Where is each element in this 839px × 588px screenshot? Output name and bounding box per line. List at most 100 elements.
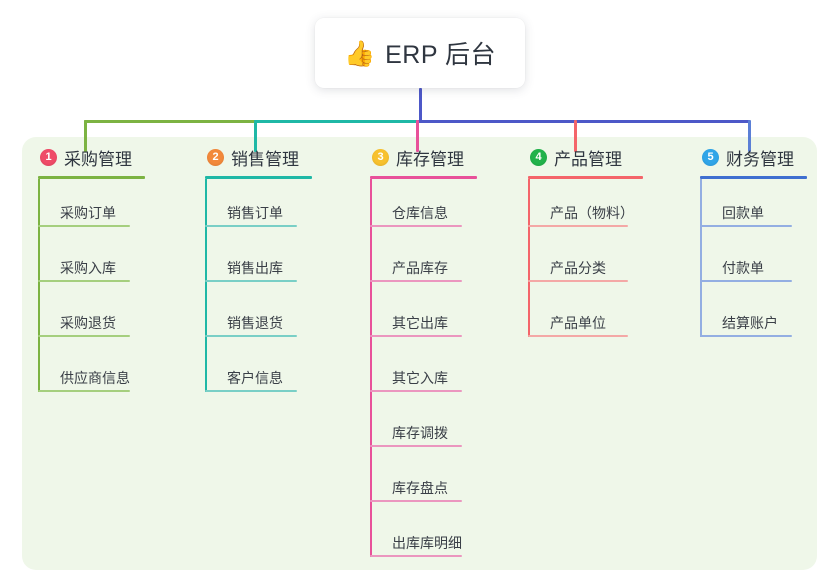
leaf-item[interactable]: 客户信息: [205, 344, 312, 399]
leaf-underline: [38, 390, 130, 392]
leaf-underline: [38, 335, 130, 337]
branch-underline-4: [528, 176, 643, 179]
leaf-underline: [528, 280, 628, 282]
branch-badge-5: 5: [702, 148, 719, 166]
leaf-underline: [700, 225, 792, 227]
root-title: ERP 后台: [385, 41, 497, 69]
leaf-underline: [700, 280, 792, 282]
branch-underline-2: [205, 176, 312, 179]
leaf-underline: [370, 335, 462, 337]
branch-badge-2: 2: [207, 148, 224, 166]
leaf-label: 客户信息: [227, 370, 283, 386]
branch-badge-4: 4: [530, 148, 547, 166]
leaf-label: 结算账户: [722, 315, 778, 331]
leaf-label: 出库库明细: [392, 535, 462, 551]
leaf-item[interactable]: 销售出库: [205, 234, 312, 289]
leaf-underline: [528, 335, 628, 337]
leaf-underline: [205, 335, 297, 337]
leaf-item[interactable]: 采购订单: [38, 179, 145, 234]
bus-segment-indigo: [416, 120, 750, 123]
leaf-spine-3: [370, 179, 372, 557]
leaf-underline: [38, 280, 130, 282]
branch-underline-1: [38, 176, 145, 179]
leaf-item[interactable]: 销售退货: [205, 289, 312, 344]
leaf-item[interactable]: 库存调拨: [370, 399, 477, 454]
leaf-spine-5: [700, 179, 702, 337]
leaf-label: 产品库存: [392, 260, 448, 276]
leaf-label: 产品单位: [550, 315, 606, 331]
leaf-underline: [370, 500, 462, 502]
branch-badge-3: 3: [372, 148, 389, 166]
leaf-underline: [205, 280, 297, 282]
leaf-underline: [370, 555, 462, 557]
branch-header-1[interactable]: 1 采购管理: [38, 144, 145, 170]
leaf-underline: [205, 225, 297, 227]
leaf-item[interactable]: 产品单位: [528, 289, 643, 344]
branch-column-3: 3 库存管理仓库信息产品库存其它出库其它入库库存调拨库存盘点出库库明细: [370, 144, 477, 564]
leaf-label: 采购入库: [60, 260, 116, 276]
leaf-label: 其它入库: [392, 370, 448, 386]
leaf-item[interactable]: 采购入库: [38, 234, 145, 289]
leaf-item[interactable]: 回款单: [700, 179, 807, 234]
branch-header-4[interactable]: 4 产品管理: [528, 144, 643, 170]
leaf-list-3: 仓库信息产品库存其它出库其它入库库存调拨库存盘点出库库明细: [370, 179, 477, 564]
leaf-item[interactable]: 其它入库: [370, 344, 477, 399]
leaf-spine-2: [205, 179, 207, 392]
leaf-item[interactable]: 出库库明细: [370, 509, 477, 564]
branch-column-5: 5 财务管理回款单付款单结算账户: [700, 144, 807, 344]
branch-column-1: 1 采购管理采购订单采购入库采购退货供应商信息: [38, 144, 145, 399]
leaf-item[interactable]: 产品（物料）: [528, 179, 643, 234]
branch-underline-5: [700, 176, 807, 179]
leaf-underline: [38, 225, 130, 227]
leaf-underline: [370, 280, 462, 282]
leaf-item[interactable]: 供应商信息: [38, 344, 145, 399]
branch-header-3[interactable]: 3 库存管理: [370, 144, 477, 170]
drop-stem-col-4: [574, 120, 577, 152]
branch-title-3: 库存管理: [396, 149, 464, 169]
leaf-label: 其它出库: [392, 315, 448, 331]
drop-stem-col-3: [416, 120, 419, 152]
bus-segment-green: [84, 120, 256, 123]
branch-title-4: 产品管理: [554, 149, 622, 169]
leaf-label: 付款单: [722, 260, 764, 276]
branch-title-5: 财务管理: [726, 149, 794, 169]
leaf-item[interactable]: 结算账户: [700, 289, 807, 344]
branch-column-4: 4 产品管理产品（物料） 产品分类产品单位: [528, 144, 643, 344]
leaf-label: 库存盘点: [392, 480, 448, 496]
leaf-spine-1: [38, 179, 40, 392]
leaf-item[interactable]: 付款单: [700, 234, 807, 289]
branch-header-5[interactable]: 5 财务管理: [700, 144, 807, 170]
leaf-item[interactable]: 产品分类: [528, 234, 643, 289]
leaf-label: 销售出库: [227, 260, 283, 276]
leaf-label: 仓库信息: [392, 205, 448, 221]
leaf-label: 产品分类: [550, 260, 606, 276]
drop-stem-col-1: [84, 120, 87, 152]
leaf-item[interactable]: 库存盘点: [370, 454, 477, 509]
leaf-label: 采购退货: [60, 315, 116, 331]
leaf-label: 产品（物料）: [550, 205, 634, 221]
leaf-label: 销售退货: [227, 315, 283, 331]
leaf-underline: [370, 390, 462, 392]
root-node[interactable]: 👍 ERP 后台: [315, 18, 525, 88]
leaf-label: 销售订单: [227, 205, 283, 221]
diagram-panel: [22, 137, 817, 570]
leaf-list-5: 回款单付款单结算账户: [700, 179, 807, 344]
bus-segment-teal: [254, 120, 418, 123]
leaf-underline: [370, 225, 462, 227]
leaf-label: 库存调拨: [392, 425, 448, 441]
branch-title-1: 采购管理: [64, 149, 132, 169]
leaf-item[interactable]: 产品库存: [370, 234, 477, 289]
leaf-item[interactable]: 仓库信息: [370, 179, 477, 234]
leaf-item[interactable]: 采购退货: [38, 289, 145, 344]
leaf-underline: [205, 390, 297, 392]
leaf-item[interactable]: 销售订单: [205, 179, 312, 234]
leaf-label: 采购订单: [60, 205, 116, 221]
leaf-underline: [370, 445, 462, 447]
branch-badge-1: 1: [40, 148, 57, 166]
leaf-item[interactable]: 其它出库: [370, 289, 477, 344]
leaf-list-4: 产品（物料） 产品分类产品单位: [528, 179, 643, 344]
root-stem-connector: [419, 88, 422, 122]
